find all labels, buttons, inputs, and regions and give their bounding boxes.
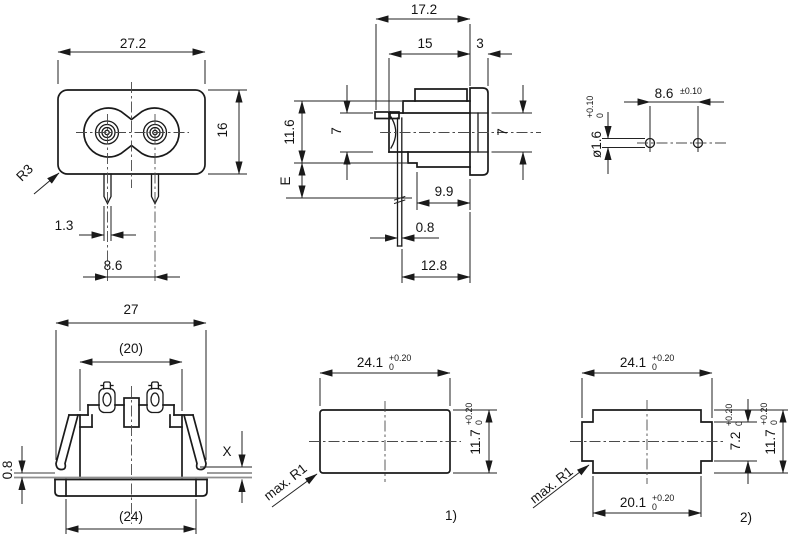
svg-text:7.2: 7.2: [728, 432, 743, 451]
front-view: 27.2 16 1.3 8.6 R3: [13, 36, 247, 284]
rear-left-latch-wing: [55, 413, 80, 471]
dim-corner-radius: R3: [13, 161, 60, 195]
svg-text:20.1: 20.1: [620, 495, 646, 510]
dim-snout-height: 7: [329, 85, 373, 180]
svg-text:max. R1: max. R1: [527, 464, 576, 507]
dim-flange-thickness: 3: [476, 36, 512, 86]
dim-panel-min: 0.8: [0, 446, 26, 504]
svg-text:0: 0: [389, 362, 394, 372]
side-solder-pin: [393, 117, 406, 247]
svg-text:(20): (20): [119, 341, 143, 356]
svg-text:15: 15: [417, 36, 432, 51]
dim-cutout1-width: 24.1 +0.20 0: [319, 353, 451, 406]
svg-text:R3: R3: [13, 161, 36, 184]
svg-text:27: 27: [123, 302, 138, 317]
dim-front-height: 16: [208, 89, 247, 175]
rear-body: [68, 397, 194, 479]
dim-pcb-hole-dia: ø1.6 +0.10 0: [585, 96, 645, 174]
svg-text:+0.20: +0.20: [724, 404, 734, 426]
svg-text:8.6: 8.6: [655, 86, 674, 101]
svg-text:17.2: 17.2: [411, 2, 437, 17]
cutout2-outline: [581, 409, 713, 474]
front-right-solder-pin: [150, 173, 160, 205]
svg-text:11.7: 11.7: [763, 429, 778, 454]
rear-view: 27 (20) (24) 0.8 X: [0, 302, 252, 534]
rear-right-terminal: [146, 381, 164, 414]
svg-text:+0.20: +0.20: [652, 353, 674, 363]
dim-cutout2-width: 24.1 +0.20 0: [581, 353, 713, 418]
svg-text:11.6: 11.6: [282, 119, 297, 144]
svg-text:3: 3: [476, 36, 484, 51]
dim-panel-max-X: X: [222, 431, 246, 503]
dim-pin-thickness: 0.8: [370, 220, 439, 242]
rear-flange: [54, 478, 208, 497]
svg-text:27.2: 27.2: [120, 36, 146, 51]
svg-text:0: 0: [769, 420, 779, 425]
svg-text:0.8: 0.8: [0, 461, 15, 480]
svg-text:(24): (24): [119, 509, 143, 524]
cutout2-centerlines: [570, 400, 725, 484]
svg-text:X: X: [222, 444, 231, 459]
rear-right-latch-wing: [182, 413, 207, 471]
svg-text:+0.20: +0.20: [389, 353, 411, 363]
front-left-solder-pin: [103, 173, 112, 205]
svg-text:±0.10: ±0.10: [680, 86, 702, 96]
dim-pin-width: 1.3: [55, 206, 136, 241]
dim-pin-length: 12.8: [401, 212, 471, 283]
cutout1-view: 24.1 +0.20 0 11.7 +0.20 0 max. R1 1): [261, 353, 497, 523]
svg-text:+0.20: +0.20: [759, 403, 769, 425]
svg-text:8.6: 8.6: [104, 258, 123, 273]
front-centerlines: [76, 82, 189, 284]
dim-cutout2-inner-width: 20.1 +0.20 0: [592, 476, 702, 517]
cutout2-view: 24.1 +0.20 0 20.1 +0.20 0 7.2 +0.20 0: [527, 353, 788, 525]
dim-pin-pos-E: E: [278, 162, 412, 199]
svg-text:+0.20: +0.20: [652, 493, 674, 503]
side-view: 17.2 15 3 11.6 E: [278, 2, 541, 283]
cutout1-radius-note: max. R1: [261, 461, 318, 508]
svg-text:0: 0: [652, 362, 657, 372]
svg-text:12.8: 12.8: [421, 258, 447, 273]
dim-cutout2-slot-height: 7.2 +0.20 0: [714, 399, 757, 484]
svg-text:0: 0: [652, 502, 657, 512]
svg-text:ø1.6: ø1.6: [589, 131, 604, 158]
cutout2-label: 2): [740, 510, 752, 525]
dim-front-width: 27.2: [57, 36, 206, 84]
dim-pcb-pitch: 8.6 ±0.10: [624, 86, 724, 136]
svg-text:9.9: 9.9: [435, 184, 454, 199]
pcb-hole-view: 8.6 ±0.10 ø1.6 +0.10 0: [585, 86, 729, 174]
svg-text:E: E: [278, 176, 293, 185]
dim-flange-window-height: 7: [491, 85, 532, 180]
svg-text:7: 7: [495, 128, 510, 136]
dim-rear-flange-width: (24): [65, 499, 197, 534]
svg-text:11.7: 11.7: [468, 429, 483, 454]
figure8-recess: [83, 107, 180, 158]
svg-text:24.1: 24.1: [620, 355, 646, 370]
cutout1-centerlines: [309, 401, 461, 482]
dim-pin-pitch: 8.6: [83, 258, 180, 281]
svg-text:7: 7: [329, 127, 344, 135]
dim-cutout1-height: 11.7 +0.20 0: [453, 403, 497, 474]
cutout2-radius-note: max. R1: [527, 464, 590, 509]
panel-lines: [14, 472, 252, 479]
svg-text:0: 0: [595, 113, 605, 118]
dim-side-depth: 17.2: [375, 2, 471, 110]
dim-side-front-depth: 15: [388, 36, 471, 111]
svg-text:16: 16: [215, 122, 230, 137]
svg-text:1.3: 1.3: [55, 218, 74, 233]
svg-text:0: 0: [474, 420, 484, 425]
dim-rear-width: 27: [55, 302, 207, 460]
svg-text:+0.10: +0.10: [585, 96, 595, 118]
svg-text:+0.20: +0.20: [464, 403, 474, 425]
side-flange: [469, 87, 489, 176]
dim-cutout2-height: 11.7 +0.20 0: [714, 403, 788, 474]
cutout1-label: 1): [445, 508, 457, 523]
svg-text:0.8: 0.8: [416, 220, 435, 235]
svg-text:0: 0: [734, 421, 744, 426]
dim-rear-depth: 9.9: [416, 172, 471, 210]
dim-rear-inner-width: (20): [79, 341, 183, 411]
svg-text:24.1: 24.1: [357, 355, 383, 370]
rear-left-terminal: [98, 381, 116, 414]
